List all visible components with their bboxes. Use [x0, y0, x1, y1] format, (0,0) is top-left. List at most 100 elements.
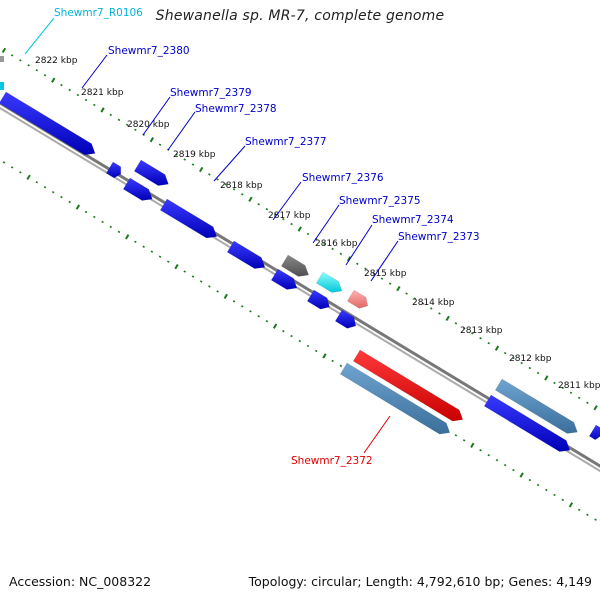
- gene-label-R0106[interactable]: Shewmr7_R0106: [54, 7, 143, 19]
- inner-minor-tick: [68, 200, 71, 204]
- major-tick: [199, 166, 204, 173]
- leader-line-2376: [272, 181, 302, 221]
- minor-tick: [282, 217, 285, 221]
- kbp-label-2822: 2822 kbp: [35, 56, 78, 66]
- major-tick: [544, 375, 549, 381]
- major-tick: [494, 345, 500, 351]
- inner-minor-tick: [191, 275, 195, 278]
- gene-arrow-2372[interactable]: [352, 349, 464, 422]
- minor-tick: [487, 342, 491, 345]
- minor-tick: [462, 327, 466, 330]
- minor-tick: [577, 396, 581, 400]
- gene-arrow-steel-a[interactable]: [339, 362, 451, 435]
- gene-label-2374[interactable]: Shewmr7_2374: [372, 214, 454, 226]
- gene-arrow-blue-e[interactable]: [588, 424, 600, 441]
- inner-major-tick: [568, 502, 574, 508]
- leader-line-2373: [370, 240, 399, 282]
- inner-minor-tick: [142, 245, 145, 248]
- inner-minor-tick: [561, 498, 565, 502]
- minor-tick: [429, 307, 433, 310]
- gene-labels: Shewmr7_R0106 Shewmr7_2380 Shewmr7_2379 …: [54, 7, 480, 467]
- minor-tick: [43, 73, 47, 77]
- gene-label-2372[interactable]: Shewmr7_2372: [291, 455, 373, 467]
- gene-arrow-small-a[interactable]: [105, 161, 122, 179]
- gene-arrow-2379[interactable]: [133, 159, 169, 186]
- kbp-label-2820: 2820 kbp: [127, 120, 170, 130]
- inner-minor-tick: [167, 260, 170, 263]
- inner-minor-tick: [35, 181, 39, 184]
- gene-label-2377[interactable]: Shewmr7_2377: [245, 136, 327, 148]
- inner-minor-tick: [553, 493, 556, 497]
- inner-major-tick: [174, 263, 179, 270]
- inner-minor-tick: [10, 166, 14, 169]
- minor-tick: [405, 292, 408, 295]
- gene-label-2378[interactable]: Shewmr7_2378: [195, 103, 277, 115]
- minor-tick: [208, 173, 211, 176]
- gene-label-2373[interactable]: Shewmr7_2373: [398, 231, 480, 243]
- inner-minor-tick: [265, 319, 269, 323]
- inner-major-tick: [26, 174, 31, 180]
- inner-minor-tick: [109, 225, 113, 229]
- gene-label-2376[interactable]: Shewmr7_2376: [302, 172, 384, 184]
- inner-minor-tick: [101, 220, 104, 224]
- gene-arrow-blue-c[interactable]: [334, 309, 357, 329]
- inner-minor-tick: [183, 270, 186, 273]
- minor-tick: [175, 153, 178, 156]
- inner-minor-tick: [586, 513, 589, 516]
- inner-minor-tick: [51, 190, 55, 194]
- inner-minor-tick: [158, 255, 162, 258]
- inner-major-tick: [125, 234, 130, 240]
- gene-label-2379[interactable]: Shewmr7_2379: [170, 87, 252, 99]
- inner-major-tick: [519, 472, 524, 478]
- minor-tick: [10, 54, 14, 57]
- leader-line-2372: [363, 415, 391, 454]
- inner-minor-tick: [594, 518, 597, 521]
- minor-tick: [413, 297, 417, 300]
- leader-line-R0106: [24, 17, 55, 55]
- minor-tick: [158, 143, 162, 146]
- inner-minor-tick: [232, 300, 236, 303]
- leader-line-2380: [81, 54, 108, 89]
- accession-text: Accession: NC_008322: [9, 574, 152, 589]
- gene-arrow-2380[interactable]: [0, 91, 96, 156]
- minor-tick: [224, 183, 228, 186]
- minor-tick: [216, 178, 219, 181]
- gene-arrow-2376a[interactable]: [226, 240, 266, 269]
- kbp-label-2812: 2812 kbp: [509, 354, 552, 364]
- major-tick: [445, 315, 450, 322]
- gene-arrow-2376b[interactable]: [270, 268, 298, 290]
- gene-arrow-2378[interactable]: [122, 177, 153, 201]
- inner-minor-tick: [216, 290, 219, 293]
- minor-tick: [438, 312, 441, 315]
- gene-label-2375[interactable]: Shewmr7_2375: [339, 195, 421, 207]
- gene-arrow-2375[interactable]: [315, 271, 343, 293]
- gene-arrow-steel-b[interactable]: [494, 378, 578, 434]
- major-tick: [149, 137, 155, 143]
- major-tick: [396, 285, 401, 292]
- inner-minor-tick: [257, 315, 260, 318]
- page-title: Shewanella sp. MR-7, complete genome: [155, 8, 445, 24]
- inner-minor-tick: [577, 508, 581, 512]
- gene-arrow-blue-d[interactable]: [483, 394, 571, 452]
- gene-arrow-blue-b[interactable]: [306, 289, 330, 310]
- minor-tick: [240, 193, 244, 196]
- gene-mark-R0106[interactable]: [0, 82, 4, 90]
- inner-minor-tick: [298, 339, 302, 343]
- minor-tick: [306, 232, 310, 236]
- inner-minor-tick: [117, 230, 121, 234]
- inner-major-tick: [75, 204, 81, 210]
- major-tick: [1, 47, 7, 54]
- minor-tick: [388, 282, 392, 285]
- minor-tick: [68, 88, 71, 92]
- gene-arrow-2377[interactable]: [159, 198, 218, 239]
- gene-arrow-gray[interactable]: [280, 254, 309, 277]
- minor-tick: [191, 163, 195, 166]
- gene-label-2380[interactable]: Shewmr7_2380: [108, 45, 190, 57]
- gene-arrow-2374[interactable]: [346, 289, 369, 309]
- minor-tick: [290, 222, 293, 226]
- kbp-labels: 2822 kbp 2821 kbp 2820 kbp 2819 kbp 2818…: [35, 56, 600, 391]
- minor-tick: [273, 212, 277, 216]
- inner-minor-tick: [19, 171, 22, 174]
- gene-features: [0, 56, 600, 452]
